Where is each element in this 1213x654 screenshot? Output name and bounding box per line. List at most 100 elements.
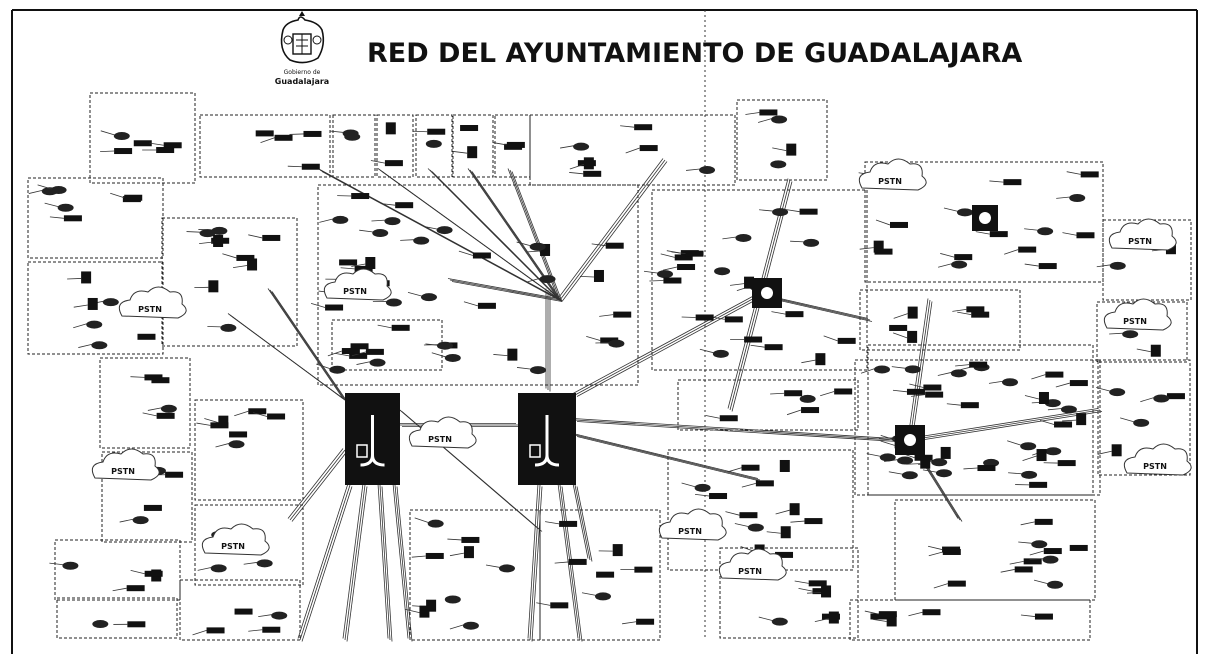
device-link <box>405 609 420 614</box>
device-link <box>204 418 219 424</box>
device-link <box>952 308 967 312</box>
switch-icon <box>709 493 728 500</box>
devices <box>28 109 1185 636</box>
switch-icon <box>126 585 145 592</box>
router-icon <box>874 365 891 374</box>
device-link <box>1024 228 1039 231</box>
device-link <box>794 580 809 584</box>
building-icon <box>1036 449 1047 462</box>
device-link <box>516 241 531 247</box>
device-link <box>1029 558 1044 560</box>
page-title: RED DEL AYUNTAMIENTO DE GUADALAJARA <box>367 38 1022 69</box>
site-box <box>54 539 181 601</box>
device-link <box>892 332 908 339</box>
device-link <box>922 469 938 473</box>
device-link <box>1062 232 1077 236</box>
device-link <box>741 482 756 488</box>
link-line <box>379 484 391 641</box>
router-icon <box>50 186 67 195</box>
link-line <box>911 301 933 442</box>
device-link <box>1097 450 1112 455</box>
switch-icon <box>384 160 403 167</box>
switch-icon <box>274 134 293 141</box>
link-line <box>287 448 344 519</box>
cloud-label: PSTN <box>1123 317 1147 326</box>
core-switch <box>972 205 998 231</box>
switch-icon <box>954 254 973 261</box>
switch-icon <box>1034 518 1053 525</box>
router-icon <box>427 519 444 528</box>
router-icon <box>57 203 74 212</box>
router-icon <box>770 160 787 169</box>
router-icon <box>935 469 952 478</box>
device-link <box>757 118 773 123</box>
link-line <box>394 484 411 641</box>
router-icon <box>256 559 273 568</box>
switch-icon <box>206 627 225 634</box>
device-link <box>586 335 601 341</box>
link-line <box>759 179 791 296</box>
switch-icon <box>889 221 908 228</box>
device-link <box>686 168 701 171</box>
core-switch <box>518 393 576 485</box>
router-icon <box>529 242 546 251</box>
device-link <box>770 392 785 395</box>
switch-icon <box>759 109 778 116</box>
device-link <box>891 366 906 369</box>
device-link <box>814 618 829 622</box>
device-link <box>67 278 82 280</box>
device-link <box>1096 387 1111 392</box>
switch-icon <box>365 348 384 355</box>
router-icon <box>735 233 752 242</box>
building-icon <box>907 330 918 343</box>
device-link <box>370 160 385 164</box>
switch-icon <box>234 608 253 615</box>
router-icon <box>983 458 1000 467</box>
building-icon <box>779 459 790 472</box>
router-icon <box>1133 418 1150 427</box>
device-link <box>766 531 781 534</box>
building-icon <box>247 258 258 271</box>
switch-icon <box>1069 380 1088 387</box>
device-link <box>1039 419 1055 425</box>
device-link <box>110 192 125 199</box>
cloud-label: PSTN <box>1143 462 1167 471</box>
switch-icon <box>341 348 360 355</box>
device-link <box>234 410 249 417</box>
building-icon <box>1111 444 1122 457</box>
device-link <box>493 354 508 357</box>
pstn-cloud: PSTN <box>408 416 477 449</box>
router-icon <box>102 298 119 307</box>
device-link <box>423 226 438 230</box>
building-icon <box>1076 413 1087 426</box>
switch-icon <box>889 324 908 331</box>
device-link <box>1000 569 1015 573</box>
building-icon <box>786 143 797 156</box>
switch-icon <box>775 551 794 558</box>
link-line <box>909 409 1101 441</box>
device-link <box>859 247 874 250</box>
router-icon <box>1047 580 1064 589</box>
link-line <box>727 293 759 409</box>
switch-icon <box>349 352 368 359</box>
switch-icon <box>739 512 758 519</box>
switch-icon <box>922 609 941 616</box>
link-line <box>271 291 348 402</box>
link-line <box>299 484 351 641</box>
device-link <box>660 253 675 258</box>
device-link <box>186 231 201 233</box>
device-link <box>729 283 745 286</box>
device-link <box>790 240 805 243</box>
device-link <box>516 367 532 370</box>
device-link <box>414 517 429 524</box>
device-link <box>545 521 560 525</box>
router-icon <box>608 339 625 348</box>
router-icon <box>160 404 177 413</box>
device-link <box>694 493 710 497</box>
cloud-shape <box>1103 298 1172 331</box>
device-link <box>197 566 212 571</box>
switch-icon <box>1023 558 1042 565</box>
router-icon <box>199 229 216 238</box>
router-icon <box>931 458 948 467</box>
switch-icon <box>1003 179 1022 186</box>
